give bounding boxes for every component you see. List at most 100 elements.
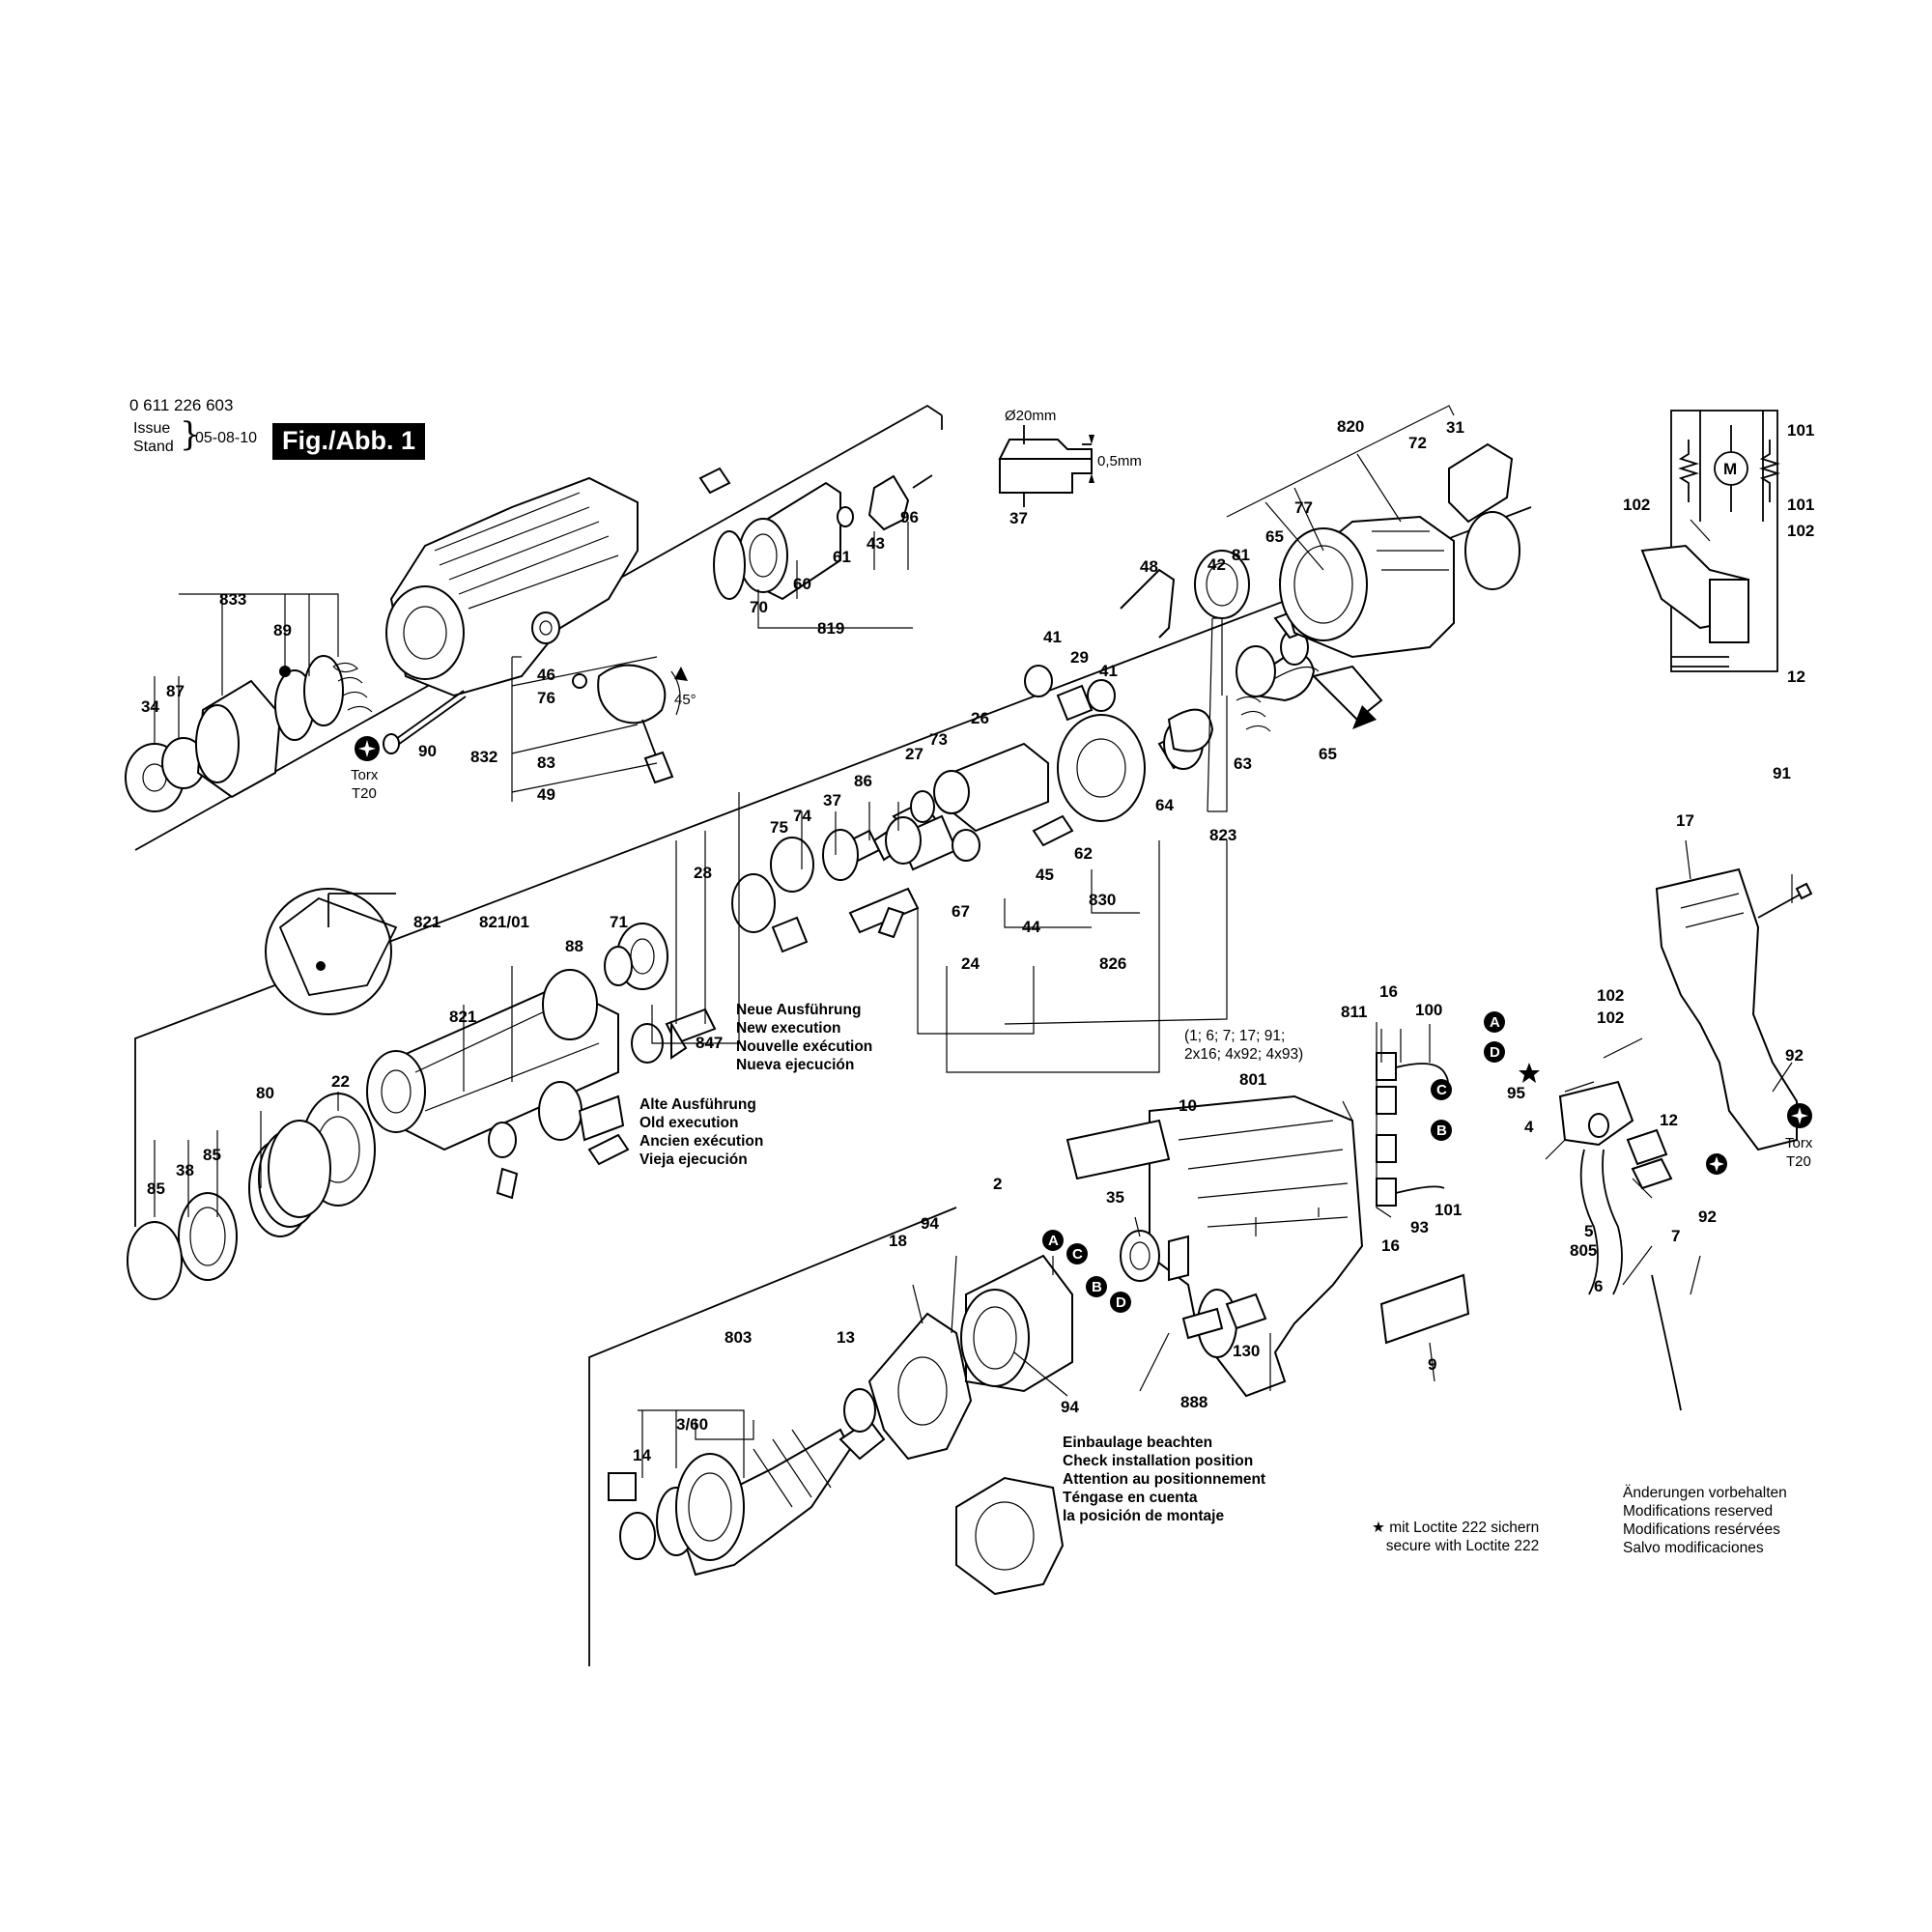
part-81: 81 — [1232, 546, 1250, 564]
part-72: 72 — [1408, 434, 1427, 452]
part-17: 17 — [1676, 811, 1694, 830]
part-801: 801 — [1239, 1070, 1266, 1089]
part-41-right: 41 — [1099, 662, 1118, 680]
part-37-mid: 37 — [823, 791, 841, 810]
part-847: 847 — [696, 1034, 723, 1052]
part-80: 80 — [256, 1084, 274, 1102]
detail-37-profile — [998, 425, 1094, 507]
part-130: 130 — [1233, 1342, 1260, 1360]
part-821-inset: 821 — [413, 913, 440, 931]
loctite-note: ★ mit Loctite 222 sichern secure with Lo… — [1372, 1519, 1539, 1555]
installation-de: Einbaulage beachten — [1063, 1435, 1213, 1451]
part-12-schematic: 12 — [1787, 668, 1805, 686]
part-823: 823 — [1209, 826, 1236, 844]
part-49: 49 — [537, 785, 555, 804]
angle-45: 45° — [674, 692, 696, 708]
old-execution-fr: Ancien exécution — [639, 1133, 764, 1150]
part-65-bottom: 65 — [1319, 745, 1337, 763]
piston-group — [892, 550, 1330, 847]
selector-knob-group — [572, 664, 688, 784]
part-70: 70 — [750, 598, 768, 616]
part-35: 35 — [1106, 1188, 1124, 1207]
part-18: 18 — [889, 1232, 907, 1250]
svg-text:A: A — [1048, 1233, 1059, 1249]
modifications-note: Änderungen vorbehalten Modifications res… — [1623, 1484, 1787, 1557]
execution-variants — [488, 814, 980, 1200]
part-48: 48 — [1140, 557, 1158, 576]
part-number-labels: 833 87 89 34 90 46 76 832 83 49 45° 70 6… — [141, 417, 1814, 1464]
loctite-en: secure with Loctite 222 — [1385, 1538, 1540, 1554]
part-13: 13 — [837, 1328, 855, 1347]
part-64: 64 — [1155, 796, 1174, 814]
new-execution-fr: Nouvelle exécution — [736, 1038, 873, 1055]
part-75: 75 — [770, 818, 788, 837]
part-28: 28 — [694, 864, 712, 882]
fan-baffle-18 — [867, 1312, 973, 1461]
issue-date: 05-08-10 — [195, 430, 258, 446]
part-821-01: 821/01 — [479, 913, 529, 931]
part-830: 830 — [1089, 891, 1116, 909]
part-102-connector-d: 102 — [1597, 1009, 1624, 1027]
loctite-de: ★ mit Loctite 222 sichern — [1372, 1520, 1540, 1536]
part-12-switch: 12 — [1660, 1111, 1678, 1129]
bolt-90 — [383, 690, 467, 754]
part-4: 4 — [1524, 1118, 1534, 1136]
part-90: 90 — [418, 742, 437, 760]
part-89: 89 — [273, 621, 292, 639]
installation-note: Einbaulage beachten Check installation p… — [1063, 1434, 1265, 1525]
part-3-60: 3/60 — [676, 1415, 708, 1434]
part-819: 819 — [817, 619, 844, 638]
part-92-bottom: 92 — [1698, 1208, 1717, 1226]
svg-text:C: C — [1436, 1082, 1447, 1098]
handle-17 — [1655, 867, 1813, 1151]
torx-icon-left: Torx T20 — [351, 736, 380, 802]
part-803: 803 — [724, 1328, 752, 1347]
part-96: 96 — [900, 508, 919, 526]
part-7: 7 — [1671, 1227, 1680, 1245]
part-102-left: 102 — [1623, 496, 1650, 514]
svg-text:T20: T20 — [1786, 1153, 1811, 1170]
spindle-group — [366, 923, 668, 1151]
issue-brace: } — [180, 415, 201, 454]
part-34: 34 — [141, 697, 159, 716]
diameter-dimension: Ø20mm — [1005, 408, 1056, 424]
document-number: 0 611 226 603 — [129, 396, 234, 414]
figure-label: Fig./Abb. 1 — [272, 423, 425, 460]
part-888: 888 — [1180, 1393, 1208, 1411]
stator-2 — [960, 1254, 1073, 1393]
svg-text:Torx: Torx — [351, 767, 379, 783]
old-execution-de: Alte Ausführung — [639, 1096, 756, 1113]
part-74: 74 — [793, 807, 811, 825]
part-60: 60 — [793, 575, 811, 593]
part-85-right: 85 — [203, 1146, 221, 1164]
bearing-sleeve-group — [698, 467, 933, 601]
wiring-schematic: M — [1640, 410, 1781, 672]
old-execution-en: Old execution — [639, 1115, 739, 1131]
depth-dimension: 0,5mm — [1097, 453, 1142, 469]
installation-en: Check installation position — [1063, 1453, 1254, 1469]
part-14: 14 — [633, 1446, 651, 1464]
brush-switch-group — [1376, 1052, 1682, 1411]
part-43: 43 — [867, 534, 885, 553]
part-102-right: 102 — [1787, 522, 1814, 540]
part-63: 63 — [1234, 754, 1252, 773]
part-5: 5 — [1584, 1222, 1593, 1240]
part-101-top: 101 — [1787, 421, 1814, 440]
part-62: 62 — [1074, 844, 1093, 863]
gear-housing-group — [385, 476, 639, 697]
part-86: 86 — [854, 772, 872, 790]
svg-text:D: D — [1116, 1294, 1126, 1311]
part-805: 805 — [1570, 1241, 1597, 1260]
part-77: 77 — [1294, 498, 1313, 517]
svg-text:Torx: Torx — [1785, 1135, 1813, 1151]
svg-text:C: C — [1072, 1246, 1083, 1263]
part-61: 61 — [833, 548, 851, 566]
part-820: 820 — [1337, 417, 1364, 436]
svg-text:M: M — [1723, 460, 1737, 478]
part-811: 811 — [1341, 1003, 1367, 1021]
part-94-top: 94 — [921, 1214, 939, 1233]
part-27: 27 — [905, 745, 923, 763]
svg-text:T20: T20 — [352, 785, 377, 802]
part-16-bottom: 16 — [1381, 1236, 1400, 1255]
